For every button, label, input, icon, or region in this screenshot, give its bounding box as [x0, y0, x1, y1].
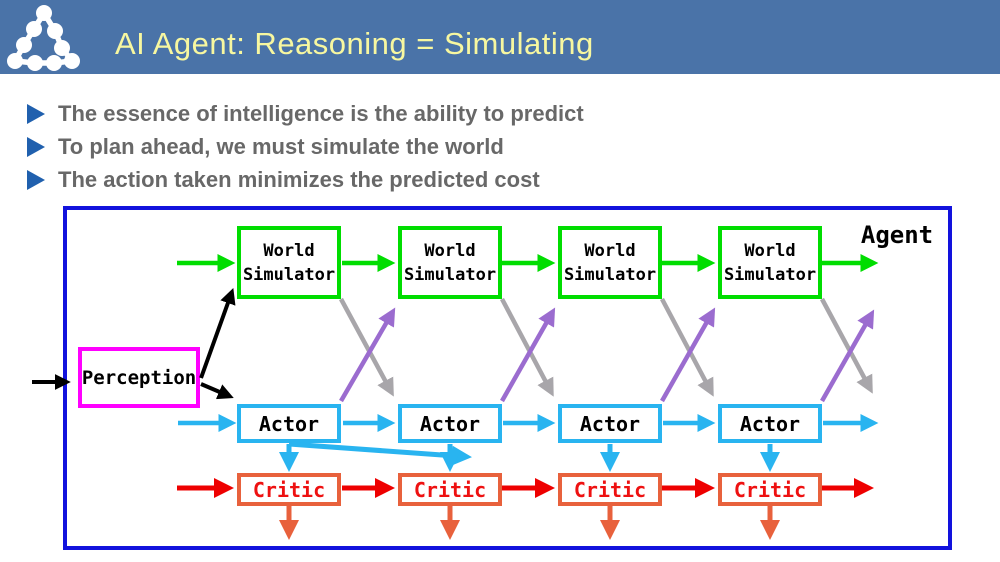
- critic-box-1: Critic: [237, 473, 341, 506]
- actor-box-3: Actor: [558, 404, 662, 443]
- bullet-triangle-icon: [27, 136, 45, 157]
- dot-triangle-network-logo-icon: [7, 5, 80, 71]
- actor-box-4: Actor: [718, 404, 822, 443]
- bullet-text: The action taken minimizes the predicted…: [58, 166, 540, 192]
- bullet-triangle-icon: [27, 169, 45, 190]
- bullet-item: The action taken minimizes the predicted…: [27, 163, 967, 196]
- actor-box-2: Actor: [398, 404, 502, 443]
- page-title: AI Agent: Reasoning = Simulating: [115, 26, 594, 61]
- bullet-item: To plan ahead, we must simulate the worl…: [27, 130, 967, 163]
- world-simulator-box-4: World Simulator: [718, 226, 822, 299]
- bullet-item: The essence of intelligence is the abili…: [27, 97, 967, 130]
- actor-box-1: Actor: [237, 404, 341, 443]
- world-simulator-box-1: World Simulator: [237, 226, 341, 299]
- world-simulator-box-2: World Simulator: [398, 226, 502, 299]
- bullet-list: The essence of intelligence is the abili…: [27, 97, 967, 196]
- bullet-text: To plan ahead, we must simulate the worl…: [58, 133, 504, 159]
- critic-box-4: Critic: [718, 473, 822, 506]
- agent-label: Agent: [860, 221, 934, 249]
- critic-box-3: Critic: [558, 473, 662, 506]
- bullet-text: The essence of intelligence is the abili…: [58, 100, 584, 126]
- header-bar: AI Agent: Reasoning = Simulating: [0, 0, 1000, 74]
- world-simulator-box-3: World Simulator: [558, 226, 662, 299]
- perception-box: Perception: [78, 347, 200, 408]
- bullet-triangle-icon: [27, 103, 45, 124]
- critic-box-2: Critic: [398, 473, 502, 506]
